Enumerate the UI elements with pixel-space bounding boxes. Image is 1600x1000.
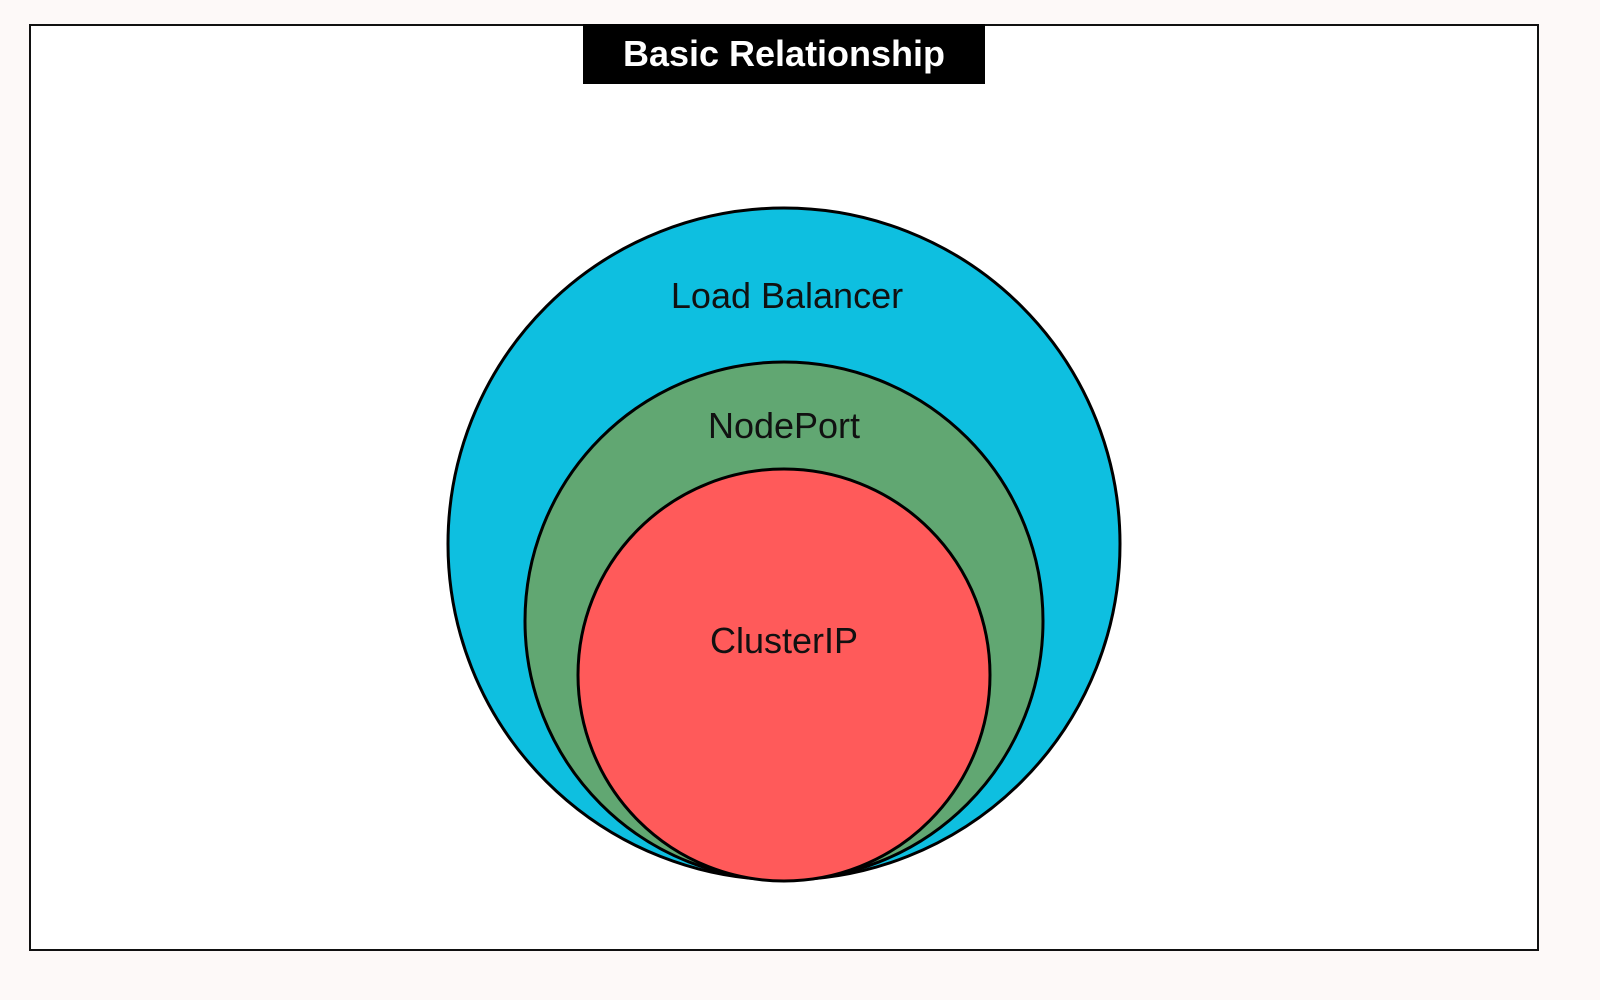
clusterip-label: ClusterIP	[710, 620, 858, 661]
circle-clusterip: ClusterIP	[576, 467, 992, 883]
diagram-title: Basic Relationship	[583, 24, 985, 84]
nodeport-label: NodePort	[708, 405, 860, 446]
clusterip-circle	[576, 467, 992, 883]
load-balancer-label: Load Balancer	[671, 275, 903, 316]
